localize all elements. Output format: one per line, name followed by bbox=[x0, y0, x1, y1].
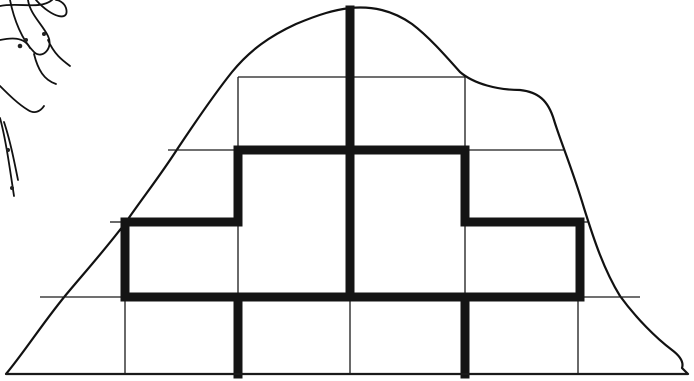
tree-sketch-icon bbox=[0, 0, 70, 196]
